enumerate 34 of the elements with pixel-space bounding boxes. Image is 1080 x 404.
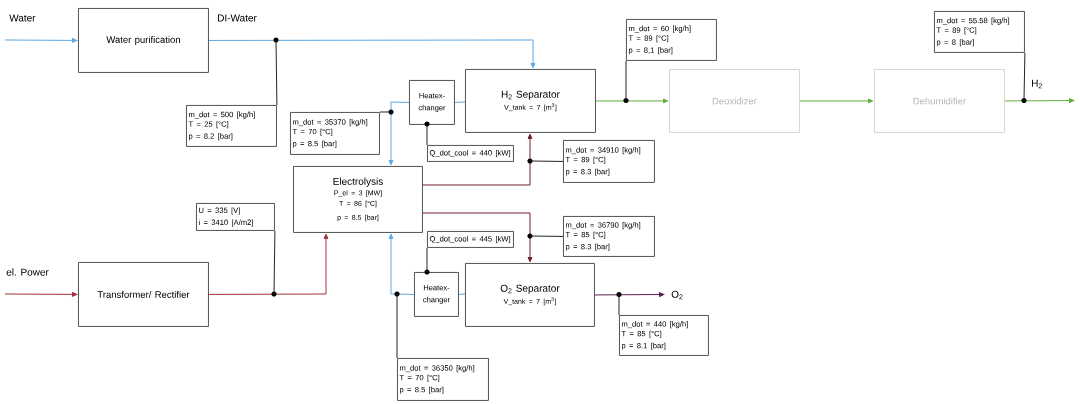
arrow: [388, 101, 410, 166]
leader-line: [396, 293, 398, 359]
process-box: Deoxidizer: [669, 69, 800, 133]
arrow: [594, 291, 665, 298]
leader-line: [379, 111, 392, 113]
leader-line: [529, 235, 564, 237]
arrow: [595, 97, 669, 104]
edge-label: H$_{2}$: [1030, 78, 1044, 90]
edge-label: el. Power: [5, 267, 50, 277]
arrow: [388, 233, 415, 297]
arrow: [208, 233, 329, 297]
leader-line: [426, 124, 428, 146]
leader-line: [529, 160, 564, 162]
leader-line: [273, 230, 276, 295]
edge-label: Water: [8, 13, 37, 23]
edge-label: O$_{2}$: [670, 289, 685, 301]
arrow: [799, 98, 874, 104]
leader-line: [618, 294, 620, 316]
arrow: [208, 37, 536, 69]
edge-label: DI-Water: [216, 13, 258, 23]
process-box: Transformer/ Rectifier: [78, 262, 209, 327]
leader-line: [1023, 52, 1026, 101]
leader-line: [625, 60, 627, 101]
connector-line: [458, 293, 466, 295]
arrow: [422, 212, 533, 263]
arrow: [4, 292, 78, 297]
process-box: Dehumidifier: [874, 69, 1005, 133]
process-box: Water purification: [78, 8, 209, 73]
arrow: [4, 38, 78, 43]
arrow: [1004, 97, 1075, 104]
leader-line: [275, 39, 278, 106]
connector-line: [454, 101, 466, 103]
leader-line: [426, 247, 428, 273]
arrow: [422, 133, 533, 186]
